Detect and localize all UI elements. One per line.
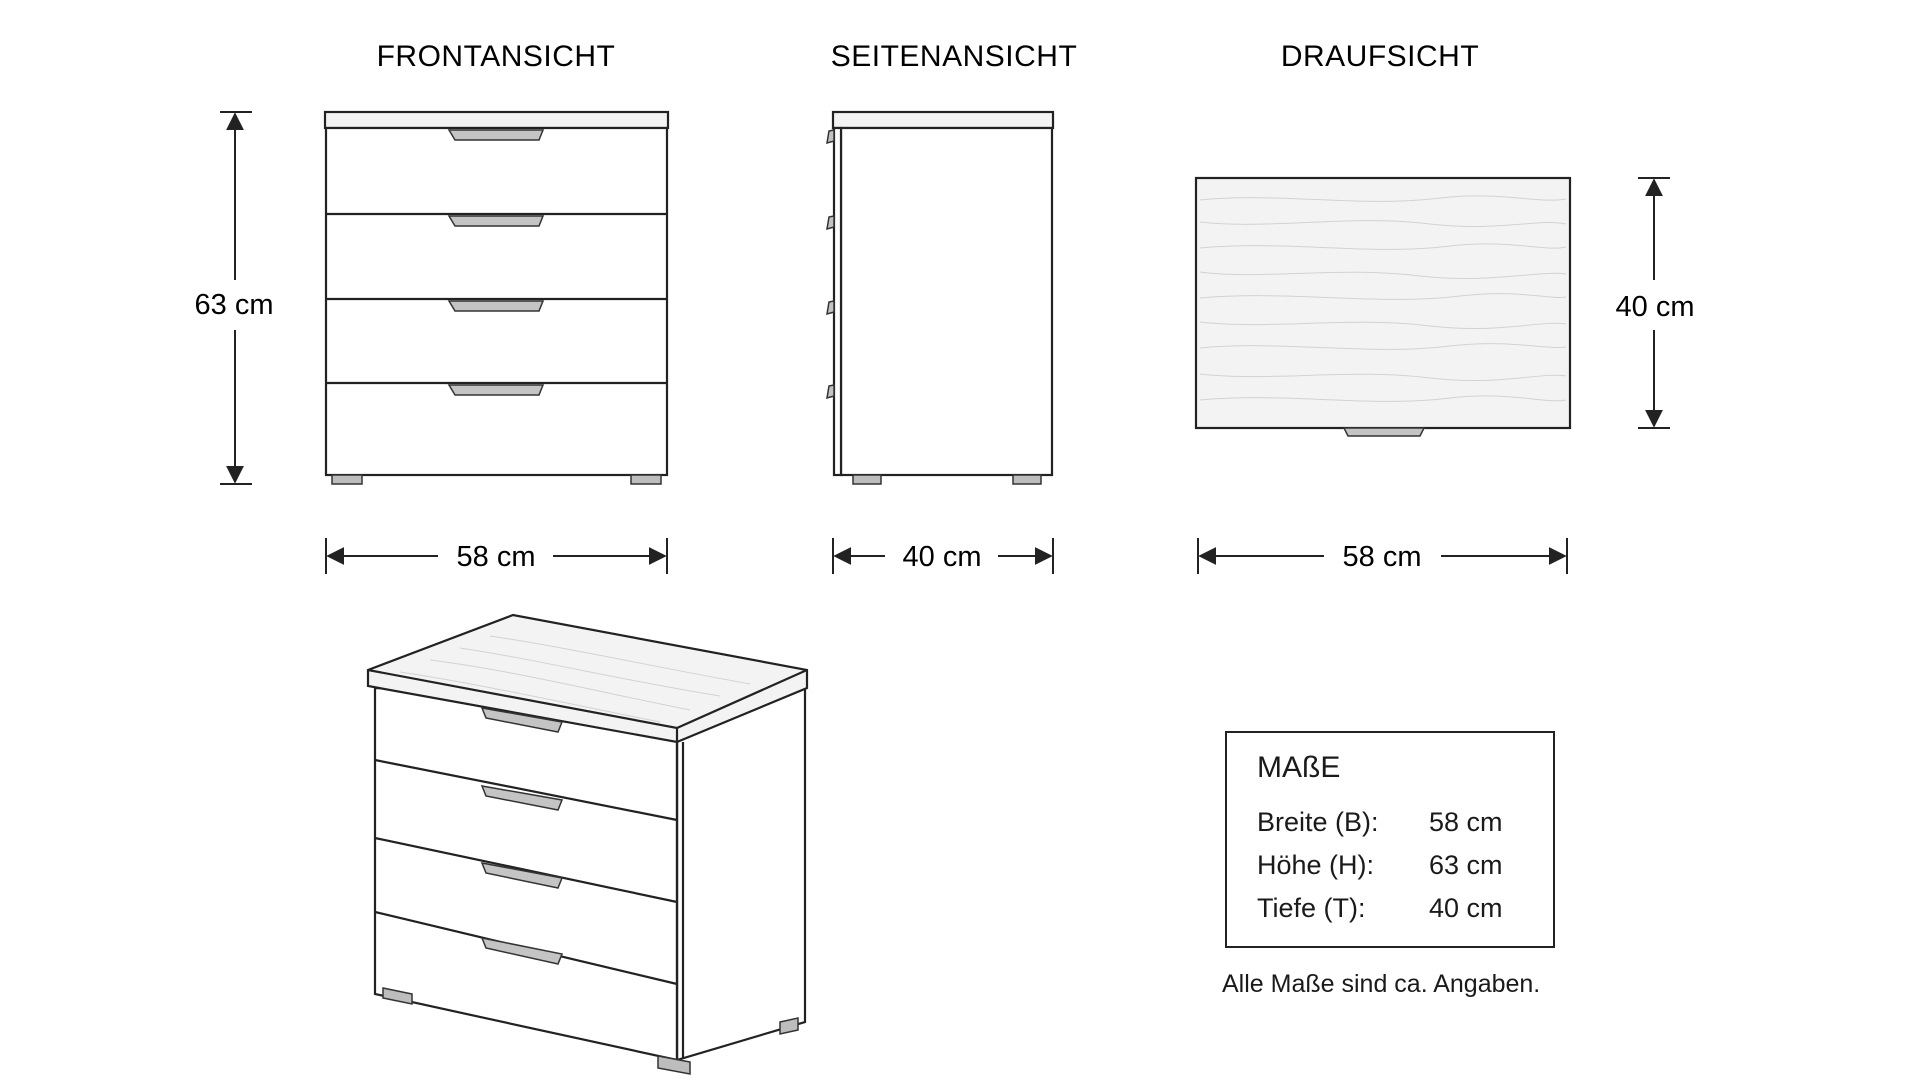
isometric-view — [366, 613, 809, 1075]
dimension-value: 40 cm — [1429, 893, 1503, 923]
front-top-board — [323, 110, 670, 130]
front-width-label: 58 cm — [457, 541, 536, 573]
dimensions-note: Alle Maße sind ca. Angaben. — [1222, 970, 1541, 998]
foot — [382, 987, 413, 1005]
side-view — [826, 110, 1055, 485]
drawer-handle — [447, 300, 545, 312]
foot — [657, 1055, 691, 1075]
drawer-handle — [1342, 427, 1426, 437]
drawer-handle — [447, 129, 545, 141]
foot — [630, 474, 662, 485]
front-view — [323, 110, 670, 485]
drawer-handle — [447, 215, 545, 227]
foot — [1012, 474, 1042, 485]
dimension-value: 58 cm — [1429, 807, 1503, 837]
front-view-title: FRONTANSICHT — [377, 40, 616, 73]
top-depth-dimension — [1638, 177, 1670, 429]
iso-top-board — [366, 613, 809, 744]
top-width-dimension — [1197, 538, 1568, 574]
side-handle — [826, 384, 835, 400]
dimensions-table-title: MAßE — [1257, 751, 1341, 784]
drawer-handle — [480, 785, 564, 811]
top-depth-label: 40 cm — [1616, 291, 1695, 323]
side-carcass — [839, 126, 1054, 477]
dimension-label: Tiefe (T): — [1257, 893, 1366, 923]
top-view-surface — [1194, 176, 1572, 430]
dimension-value: 63 cm — [1429, 850, 1503, 880]
drawer-handle — [480, 936, 564, 965]
top-view-title: DRAUFSICHT — [1281, 40, 1479, 73]
top-view — [1194, 176, 1572, 437]
side-depth-label: 40 cm — [903, 541, 982, 573]
foot — [852, 474, 882, 485]
side-front-edge — [832, 126, 843, 477]
side-handle — [826, 300, 835, 316]
side-depth-dimension — [832, 538, 1054, 574]
side-handle — [826, 129, 835, 145]
dimension-label: Höhe (H): — [1257, 850, 1375, 880]
front-width-dimension — [325, 538, 668, 574]
drawer-handle — [447, 384, 545, 396]
drawer-handle — [480, 707, 564, 733]
front-height-dimension — [220, 111, 252, 485]
drawer-handle — [480, 862, 564, 889]
top-width-label: 58 cm — [1343, 541, 1422, 573]
side-handle — [826, 215, 835, 231]
front-height-label: 63 cm — [195, 289, 274, 321]
dimension-label: Breite (B): — [1257, 807, 1379, 837]
dimensions-table: MAßE Breite (B): 58 cm Höhe (H): 63 cm T… — [1225, 731, 1555, 948]
foot — [331, 474, 363, 485]
side-view-title: SEITENANSICHT — [831, 40, 1078, 73]
foot — [779, 1017, 799, 1035]
side-top-board — [831, 110, 1055, 130]
